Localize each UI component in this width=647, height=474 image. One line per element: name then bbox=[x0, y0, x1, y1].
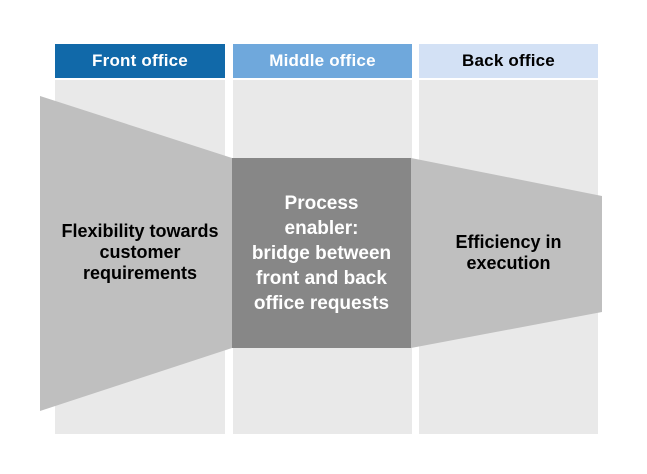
front-office-header: Front office bbox=[55, 44, 225, 78]
funnel-center-box bbox=[232, 158, 411, 348]
back-office-header: Back office bbox=[419, 44, 598, 78]
funnel-right-trapezoid bbox=[411, 158, 602, 348]
funnel-left-trapezoid bbox=[40, 96, 232, 411]
middle-office-funnel-label-text: Process enabler: bridge between front an… bbox=[251, 192, 392, 314]
back-office-funnel-label: Efficiency in execution bbox=[455, 232, 562, 273]
front-office-header-label: Front office bbox=[92, 51, 188, 70]
back-office-header-label: Back office bbox=[462, 51, 555, 70]
middle-office-header-label: Middle office bbox=[269, 51, 376, 70]
middle-office-header: Middle office bbox=[233, 44, 412, 78]
front-office-funnel-label: Flexibility towards customer requirement… bbox=[61, 221, 219, 283]
middle-office-funnel-label: Process enabler: bridge between front an… bbox=[232, 158, 411, 348]
